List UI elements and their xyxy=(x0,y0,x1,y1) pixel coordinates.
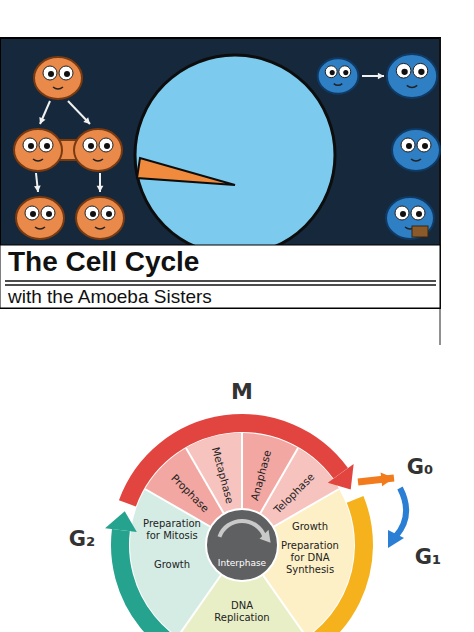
amoeba-eye xyxy=(25,206,39,220)
pie-wedge xyxy=(137,158,235,185)
amoeba-pupil xyxy=(30,211,36,217)
amoeba-pupil xyxy=(90,211,96,217)
amoeba-eye xyxy=(59,66,73,80)
phase-letter: G₁ xyxy=(415,545,441,570)
subtitle: with the Amoeba Sisters xyxy=(8,287,212,307)
phase-name: Metaphase xyxy=(209,445,236,504)
interphase-hub xyxy=(206,509,278,581)
phase-name: Anaphase xyxy=(248,448,274,501)
amoeba-eye xyxy=(411,206,425,220)
amoeba-pupil xyxy=(44,143,50,149)
amoeba-eye xyxy=(23,138,37,152)
sector-note: Preparation for Mitosis xyxy=(140,518,204,542)
amoeba-eye xyxy=(339,66,351,78)
amoeba-mouth xyxy=(411,159,421,161)
sector-note: DNA Replication xyxy=(212,600,272,624)
arrow-head xyxy=(388,530,404,548)
amoeba xyxy=(76,197,124,239)
briefcase xyxy=(412,226,428,237)
thumbnail-background xyxy=(0,38,440,308)
amoeba-eye xyxy=(41,206,55,220)
amoeba-mouth xyxy=(35,227,45,229)
amoeba-pupil xyxy=(418,69,424,75)
hub-cycle-arrow xyxy=(219,521,264,537)
amoeba-mouth xyxy=(334,84,343,86)
arrow-head xyxy=(39,117,45,124)
amoeba-eye xyxy=(396,63,411,78)
hub-arrow-head xyxy=(260,530,271,543)
g1-arrow xyxy=(276,499,364,632)
amoeba xyxy=(14,129,62,171)
title-rule xyxy=(5,284,436,286)
amoeba-mouth xyxy=(93,159,103,161)
amoeba-pupil xyxy=(422,143,428,149)
m-arrow xyxy=(127,423,340,503)
amoeba xyxy=(318,58,359,94)
amoeba-pupil xyxy=(406,143,412,149)
phase-letter: M xyxy=(231,379,253,405)
arrow-head xyxy=(97,186,104,192)
g0-return-arrow xyxy=(396,488,406,536)
sector-note: Growth xyxy=(154,559,190,571)
amoeba-eye xyxy=(101,206,115,220)
pointer-arrow xyxy=(40,101,50,124)
amoeba-pupil xyxy=(46,211,52,217)
amoeba-eye xyxy=(39,138,53,152)
amoeba-pupil xyxy=(416,211,422,217)
amoeba-eye xyxy=(417,138,431,152)
pointer-arrow xyxy=(68,101,90,124)
arrow-head xyxy=(83,117,90,124)
phase-letter: G₂ xyxy=(69,527,95,552)
m-arrow-head xyxy=(328,464,354,490)
title-band xyxy=(0,245,440,308)
amoeba-mouth xyxy=(95,227,105,229)
amoeba-pupil xyxy=(88,143,94,149)
amoeba-eye xyxy=(43,66,57,80)
amoeba-pupil xyxy=(28,143,34,149)
amoeba-eye xyxy=(325,66,337,78)
arrow-head xyxy=(381,472,394,486)
arrow-head xyxy=(378,73,384,80)
amoeba xyxy=(74,129,122,171)
pie-chart xyxy=(135,55,335,255)
amoeba-eye xyxy=(395,206,409,220)
amoeba-eye xyxy=(413,63,428,78)
amoeba-pupil xyxy=(106,211,112,217)
video-title: The Cell Cycle xyxy=(8,246,199,278)
title-rule xyxy=(5,280,436,282)
amoeba-eye xyxy=(401,138,415,152)
amoeba-mouth xyxy=(33,159,43,161)
amoeba-eye xyxy=(83,138,97,152)
amoeba-pupil xyxy=(401,69,407,75)
amoeba-pupil xyxy=(343,70,348,75)
amoeba-pupil xyxy=(400,211,406,217)
amoeba-pupil xyxy=(104,143,110,149)
phase-letter: G₀ xyxy=(407,455,433,480)
amoeba xyxy=(392,129,440,171)
amoeba-pupil xyxy=(48,71,54,77)
sector-note: Growth xyxy=(292,521,328,533)
amoeba xyxy=(16,197,64,239)
hub-label: Interphase xyxy=(218,558,266,569)
phase-name: Prophase xyxy=(168,471,211,514)
amoeba xyxy=(386,197,434,239)
sector-note: Preparation for DNA Synthesis xyxy=(279,540,341,576)
amoeba-pupil xyxy=(330,70,335,75)
amoeba xyxy=(34,57,82,99)
amoeba-mouth xyxy=(407,85,418,87)
phase-name: Telophase xyxy=(271,470,317,516)
amoeba-mouth xyxy=(53,87,63,89)
amoeba-eye xyxy=(85,206,99,220)
amoeba-eye xyxy=(99,138,113,152)
g2-arrow-head xyxy=(105,511,137,532)
amoeba xyxy=(387,54,437,98)
amoeba-pupil xyxy=(64,71,70,77)
arrow-head xyxy=(34,186,41,192)
